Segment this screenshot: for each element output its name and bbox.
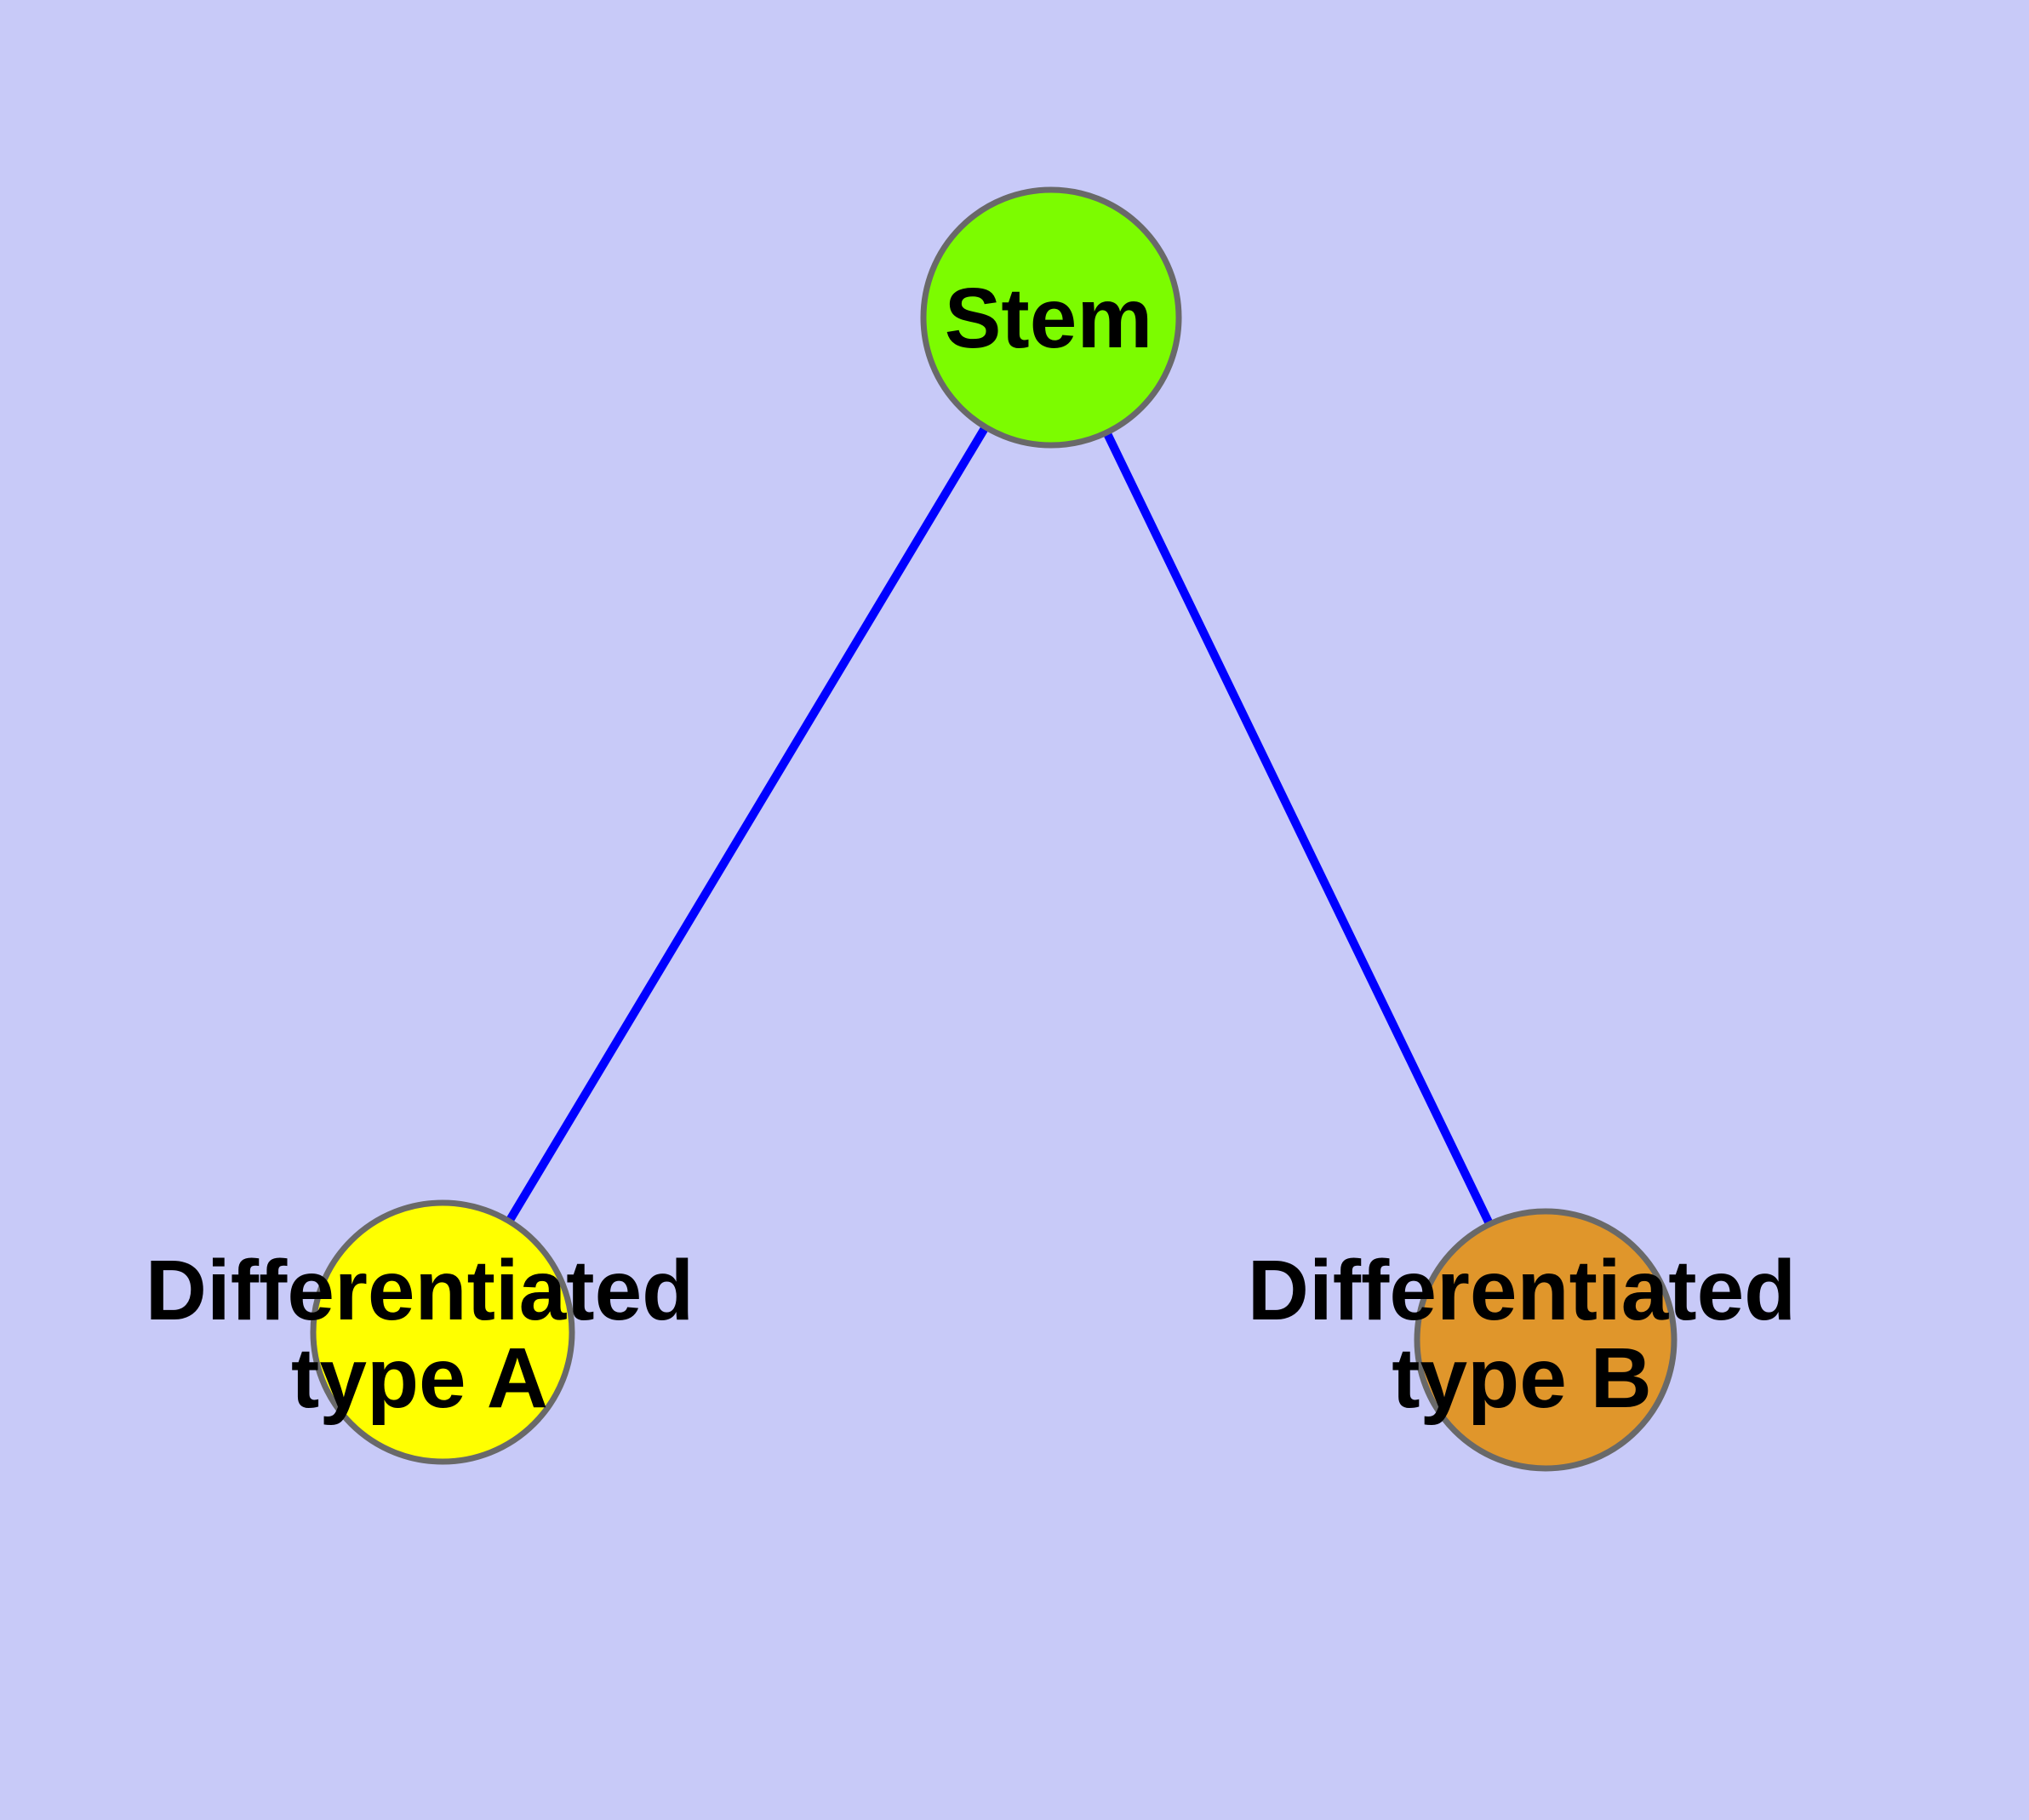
- graph-node-diff_a[interactable]: [310, 1199, 575, 1465]
- graph-node-label-line: Stem: [945, 271, 1153, 366]
- graph-node-diff_b[interactable]: [1414, 1208, 1677, 1472]
- nodes-group: [310, 186, 1677, 1472]
- graph-node-label-stem: Stem: [945, 271, 1153, 366]
- graph-node-label-line: type B: [1392, 1331, 1652, 1426]
- graph-node-stem[interactable]: [920, 186, 1182, 449]
- graph-edge-stem-diff_b: [1103, 432, 1493, 1225]
- edges-group: [506, 426, 1493, 1225]
- graph-node-label-line: Differentiated: [1248, 1243, 1797, 1338]
- graph-edge-stem-diff_a: [506, 426, 989, 1222]
- graph-node-label-line: Differentiated: [146, 1243, 694, 1338]
- graph-node-label-line: type A: [291, 1331, 548, 1426]
